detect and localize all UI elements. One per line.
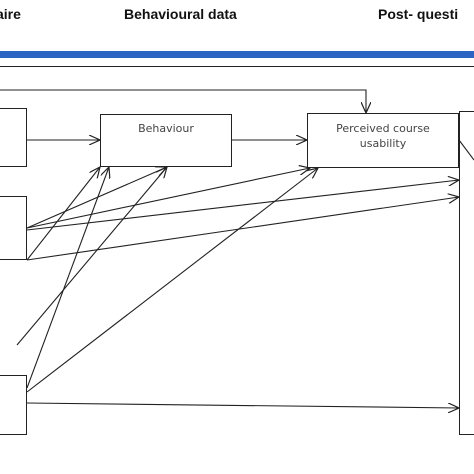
arrow-lower-to-behaviour bbox=[16, 167, 167, 346]
behaviour-label: Behaviour bbox=[138, 122, 194, 135]
arrow-leftbot-to-leftmid bbox=[26, 167, 100, 261]
left-top-box bbox=[0, 108, 27, 167]
header-band bbox=[0, 51, 474, 58]
arrow-leftbot-to-behaviour bbox=[26, 167, 109, 389]
arrow-leftbot-to-right bbox=[26, 402, 459, 408]
arrow-leftmid-to-usability bbox=[26, 168, 310, 229]
arrow-top-loop-to-usability bbox=[0, 89, 366, 113]
right-box bbox=[459, 111, 474, 435]
phase-label-behavioural-data: Behavioural data bbox=[124, 6, 237, 22]
arrow-leftmid-to-behaviour bbox=[26, 167, 167, 229]
phase-label-post-questionnaire: Post- questi bbox=[378, 6, 459, 22]
usability-label-line2: usability bbox=[359, 137, 407, 150]
behaviour-box: Behaviour bbox=[100, 114, 232, 167]
usability-label-line1: Perceived course bbox=[336, 122, 430, 135]
arrow-leftmid-to-right-low bbox=[26, 197, 459, 261]
usability-box: Perceived course usability bbox=[307, 113, 459, 168]
arrow-usability-to-right bbox=[458, 139, 474, 161]
arrow-leftmid-to-right-high bbox=[26, 180, 459, 231]
diagram-frame bbox=[0, 66, 474, 474]
arrow-leftbot-to-usability bbox=[26, 168, 318, 393]
phase-label-questionnaire: aire bbox=[0, 6, 21, 22]
left-bottom-box bbox=[0, 375, 27, 435]
left-middle-box bbox=[0, 196, 27, 260]
